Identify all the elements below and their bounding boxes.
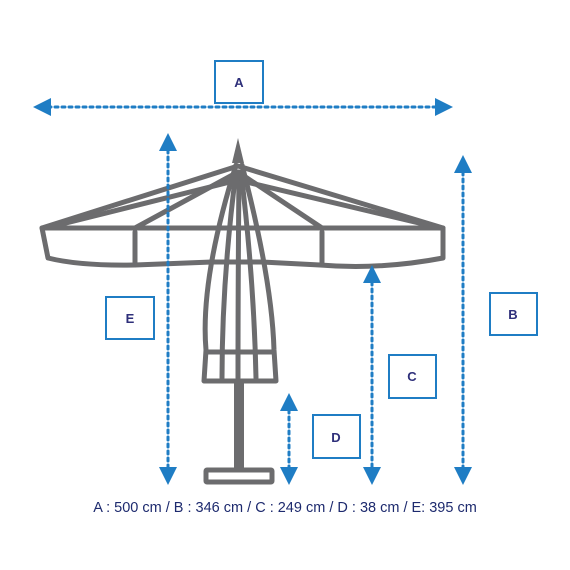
arrow-up-icon [280, 393, 298, 411]
arrow-right-icon [435, 98, 453, 116]
arrow-up-icon [363, 265, 381, 283]
label-b-box: B [489, 292, 538, 336]
folded-canopy [201, 162, 279, 384]
dimension-e-line [159, 133, 177, 485]
arrow-up-icon [159, 133, 177, 151]
label-e-box: E [105, 296, 155, 340]
dimension-a-line [33, 98, 453, 116]
arrow-down-icon [454, 467, 472, 485]
dimensions-caption: A : 500 cm / B : 346 cm / C : 249 cm / D… [93, 500, 477, 516]
folded-crease-2 [235, 169, 242, 381]
label-d-box: D [312, 414, 361, 459]
dimension-d-line [280, 393, 298, 485]
finial [232, 138, 244, 163]
rib-right-inner [235, 177, 443, 231]
base [203, 467, 275, 485]
umbrella-illustration [39, 138, 446, 485]
label-a-box: A [214, 60, 264, 104]
label-e-text: E [126, 311, 135, 326]
label-c-box: C [388, 354, 437, 399]
rib-left-outer [132, 169, 241, 231]
label-a-text: A [234, 75, 244, 90]
label-b-text: B [508, 307, 517, 322]
arrow-left-icon [33, 98, 51, 116]
dimension-c-line [363, 265, 381, 485]
label-d-text: D [331, 430, 340, 445]
pole [234, 383, 244, 471]
arrow-down-icon [363, 467, 381, 485]
label-c-text: C [407, 369, 417, 384]
arrow-up-icon [454, 155, 472, 173]
rib-left-inner [43, 177, 241, 231]
dimension-b-line [454, 155, 472, 485]
arrow-down-icon [159, 467, 177, 485]
arrow-down-icon [280, 467, 298, 485]
